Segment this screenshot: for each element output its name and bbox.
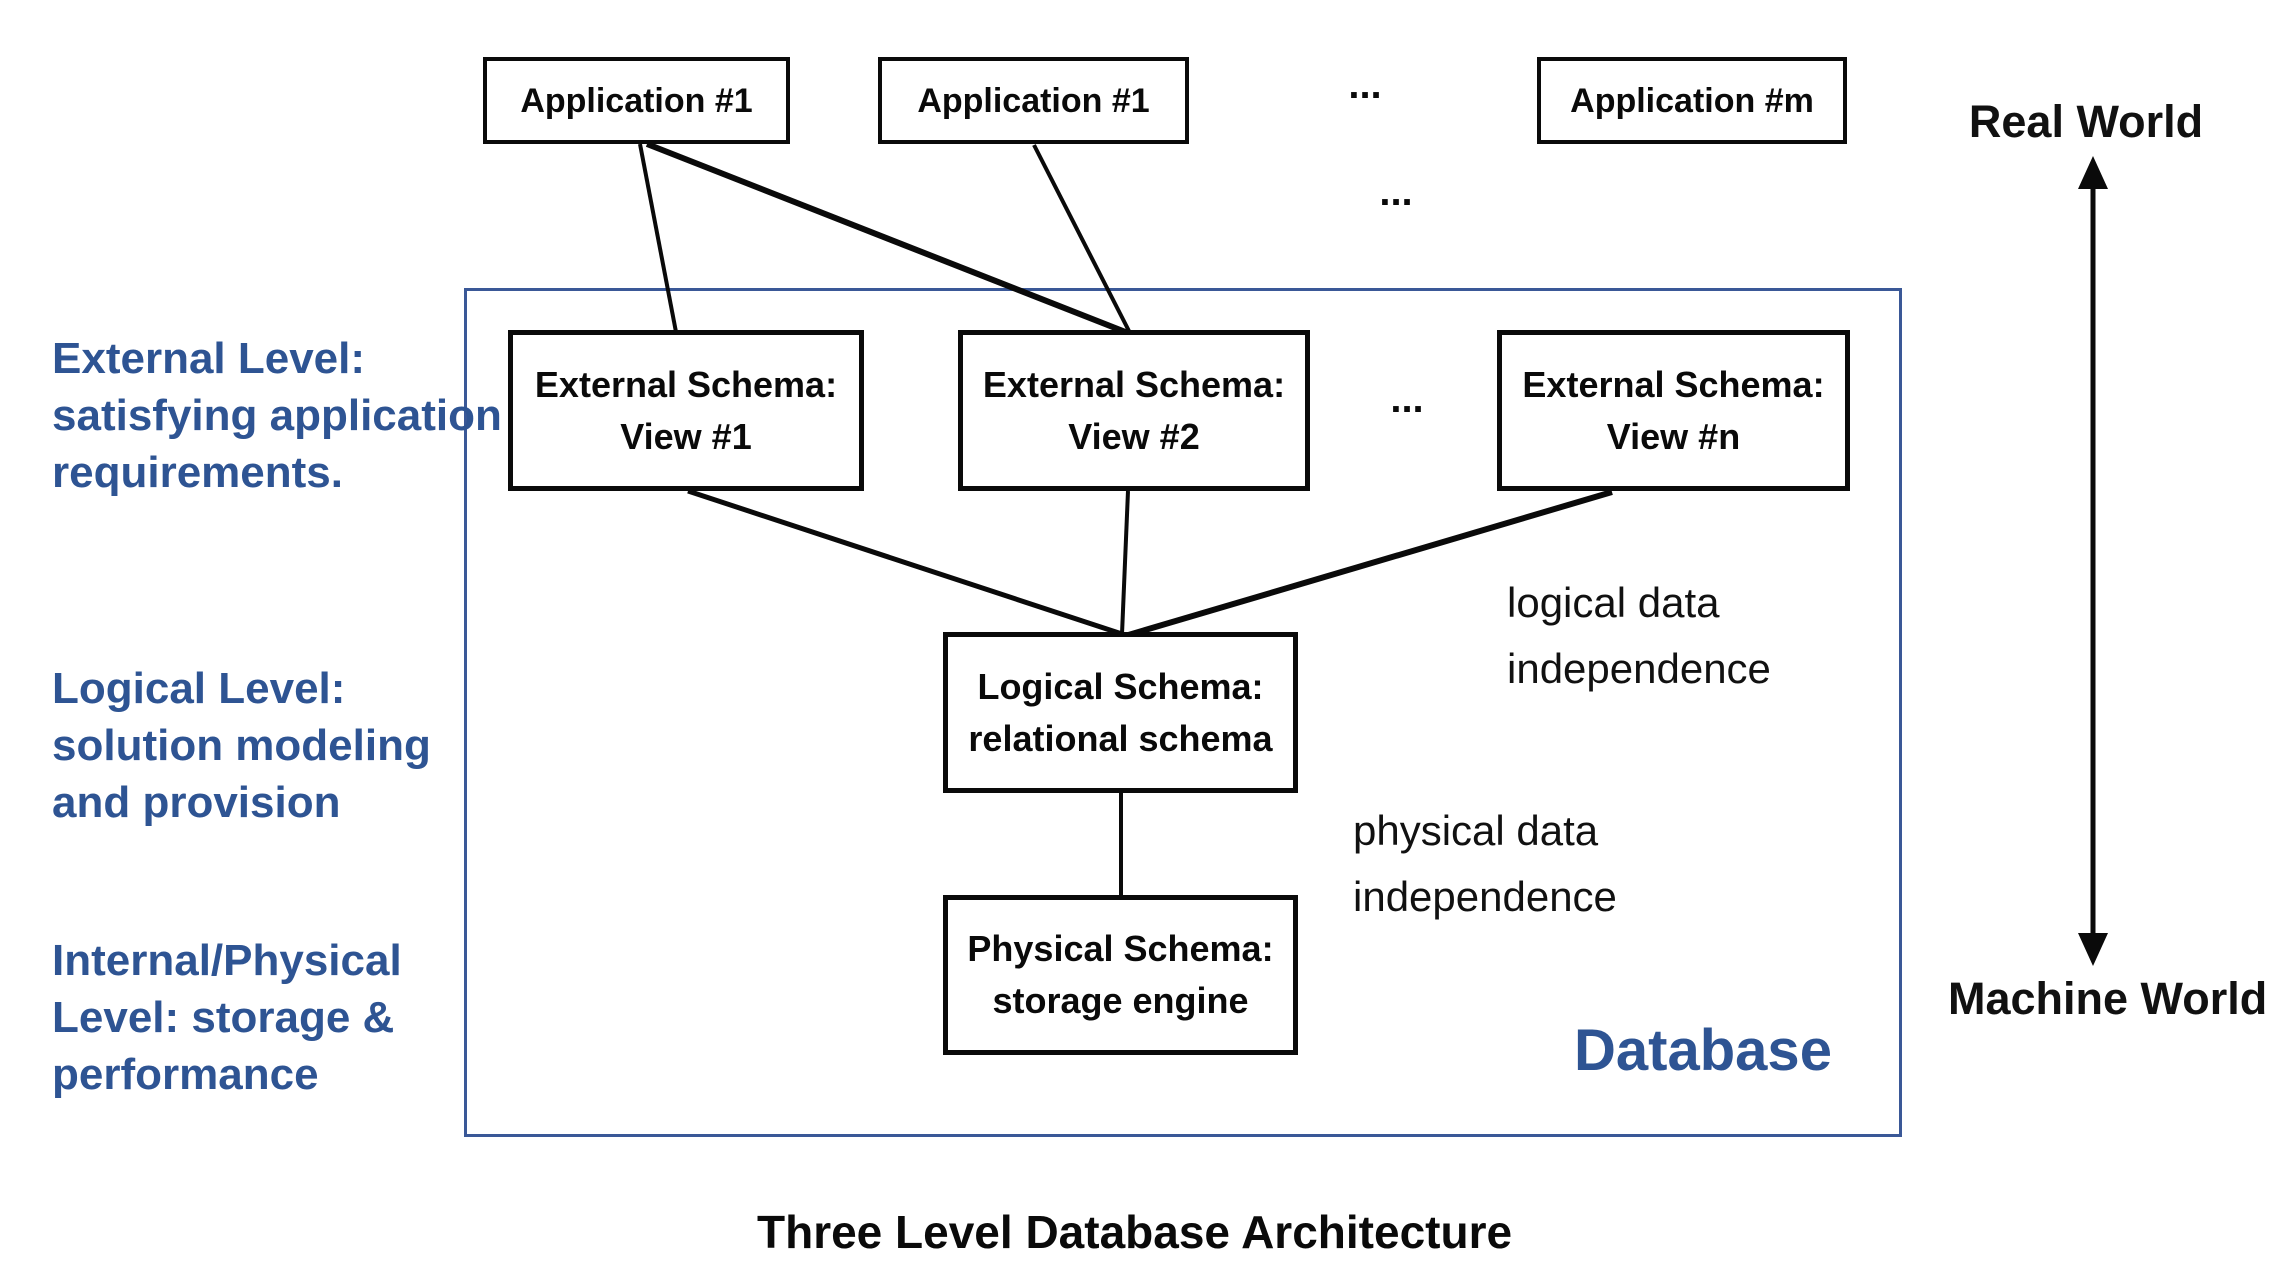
external-schema-view1-line1: External Schema:	[534, 363, 838, 405]
ellipsis-between-rows: ...	[1379, 170, 1413, 214]
application-m-label: Application #m	[1570, 81, 1814, 120]
internal-level-line3: performance	[52, 1050, 319, 1099]
database-boundary-rect	[464, 288, 1902, 1137]
real-world-label: Real World	[1968, 96, 2204, 147]
machine-world-label: Machine World	[1948, 973, 2268, 1024]
external-schema-viewn-box: External Schema: View #n	[1497, 330, 1850, 491]
logical-schema-box: Logical Schema: relational schema	[943, 632, 1298, 793]
external-level-label: External Level: satisfying application r…	[52, 330, 502, 501]
application-1-box: Application #1	[483, 57, 790, 144]
logical-independence-line2: independence	[1507, 645, 1771, 692]
world-arrow-head-up	[2078, 156, 2108, 189]
external-schema-view1-box: External Schema: View #1	[508, 330, 864, 491]
diagram-title: Three Level Database Architecture	[757, 1206, 1513, 1258]
logical-schema-line1: Logical Schema:	[977, 665, 1264, 707]
database-label: Database	[1574, 1018, 1832, 1083]
external-level-line1: External Level:	[52, 334, 366, 383]
logical-schema-line2: relational schema	[968, 717, 1273, 759]
logical-data-independence-label: logical data independence	[1507, 570, 1771, 702]
external-schema-view2-line1: External Schema:	[982, 363, 1286, 405]
logical-level-line3: and provision	[52, 778, 341, 827]
physical-schema-line1: Physical Schema:	[967, 928, 1274, 969]
physical-independence-line2: independence	[1353, 873, 1617, 920]
ellipsis-external-schemas: ...	[1390, 377, 1424, 421]
external-schema-view2-line2: View #2	[1068, 415, 1200, 457]
physical-schema-box: Physical Schema: storage engine	[943, 895, 1298, 1055]
external-schema-view2-box: External Schema: View #2	[958, 330, 1310, 491]
internal-level-line2: Level: storage &	[52, 993, 395, 1042]
logical-level-line1: Logical Level:	[52, 664, 346, 713]
physical-data-independence-label: physical data independence	[1353, 798, 1617, 930]
internal-level-line1: Internal/Physical	[52, 936, 402, 985]
external-schema-view1-line2: View #1	[620, 415, 752, 457]
application-1-label: Application #1	[520, 81, 753, 120]
ellipsis-applications: ...	[1348, 63, 1382, 107]
physical-independence-line1: physical data	[1353, 807, 1599, 854]
external-schema-viewn-line1: External Schema:	[1522, 363, 1825, 405]
external-level-line2: satisfying application	[52, 391, 502, 440]
external-schema-viewn-line2: View #n	[1606, 415, 1741, 457]
physical-schema-line2: storage engine	[992, 980, 1249, 1021]
real-machine-world-arrow	[2078, 156, 2108, 966]
world-arrow-head-down	[2078, 933, 2108, 966]
application-2-label: Application #1	[917, 81, 1150, 120]
external-level-line3: requirements.	[52, 448, 343, 497]
internal-physical-level-label: Internal/Physical Level: storage & perfo…	[52, 932, 402, 1103]
logical-independence-line1: logical data	[1507, 579, 1720, 626]
application-m-box: Application #m	[1537, 57, 1847, 144]
logical-level-label: Logical Level: solution modeling and pro…	[52, 660, 431, 831]
application-2-box: Application #1	[878, 57, 1189, 144]
logical-level-line2: solution modeling	[52, 721, 431, 770]
